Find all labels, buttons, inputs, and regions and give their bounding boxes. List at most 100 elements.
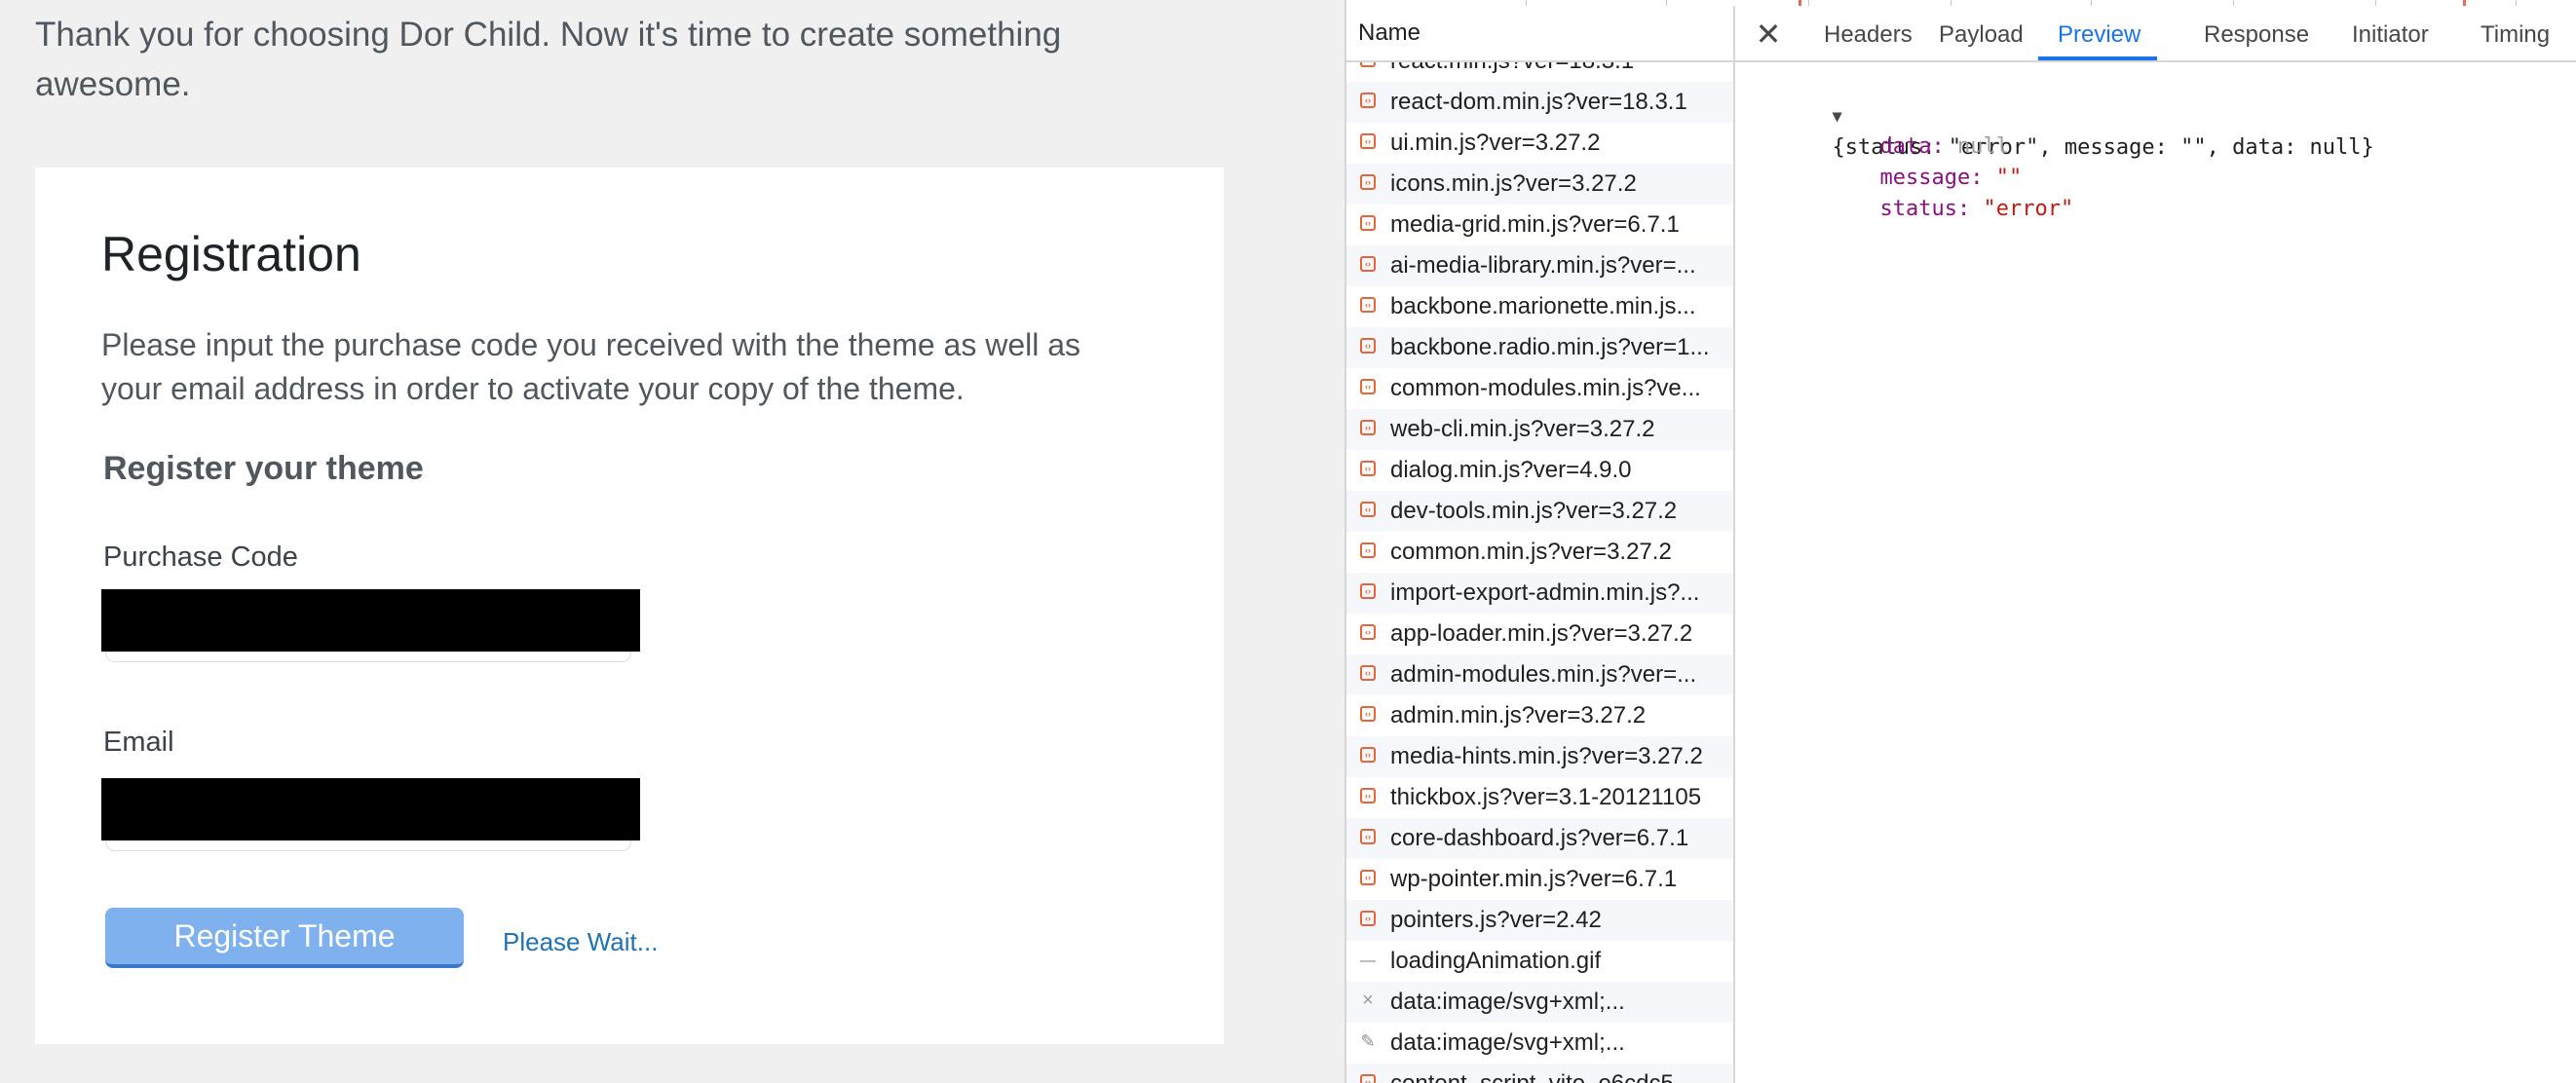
request-name: ui.min.js?ver=3.27.2	[1390, 130, 1601, 156]
tab-headers[interactable]: Headers	[1824, 21, 1913, 48]
registration-card: Registration Please input the purchase c…	[35, 168, 1224, 1044]
expand-triangle-icon[interactable]: ▼	[1832, 107, 1842, 127]
email-label: Email	[103, 727, 174, 758]
panel-divider[interactable]	[1345, 0, 1346, 1083]
request-name: wp-pointer.min.js?ver=6.7.1	[1390, 866, 1678, 892]
request-name: dialog.min.js?ver=4.9.0	[1390, 457, 1632, 483]
request-name: data:image/svg+xml;...	[1390, 1029, 1625, 1056]
script-file-icon: ‹›	[1360, 788, 1376, 803]
script-file-icon: ‹›	[1360, 133, 1376, 149]
request-row[interactable]: ‹› media-hints.min.js?ver=3.27.2	[1346, 736, 1733, 777]
request-row[interactable]: ‹›ai-media-library.min.js?ver=...	[1346, 245, 1733, 286]
welcome-message: Thank you for choosing Dor Child. Now it…	[35, 16, 1062, 103]
script-file-icon: ‹›	[1360, 502, 1376, 517]
active-tab-indicator	[2038, 56, 2157, 60]
request-row[interactable]: ‹› backbone.radio.min.js?ver=1...	[1346, 327, 1733, 368]
image-file-icon	[1360, 960, 1376, 962]
json-entry-message: message: ""	[1879, 166, 2023, 190]
tab-preview[interactable]: Preview	[2058, 21, 2141, 48]
json-summary: {status: "error", message: "", data: nul…	[1832, 135, 2374, 160]
email-input[interactable]	[101, 778, 640, 840]
request-row[interactable]: ‹› ui.min.js?ver=3.27.2	[1346, 123, 1733, 164]
json-value: "error"	[1983, 197, 2074, 221]
request-name: ai-media-library.min.js?ver=...	[1390, 252, 1696, 279]
request-row[interactable]: ‹›react-dom.min.js?ver=18.3.1	[1346, 82, 1733, 123]
request-name: thickbox.js?ver=3.1-20121105	[1390, 784, 1702, 810]
close-icon[interactable]: ✕	[1755, 17, 1782, 52]
purchase-code-input[interactable]	[101, 589, 640, 652]
json-entry-status: status: "error"	[1879, 197, 2074, 221]
request-name: icons.min.js?ver=3.27.2	[1390, 170, 1637, 197]
script-file-icon: ‹›	[1360, 747, 1376, 763]
script-file-icon: ‹›	[1360, 338, 1376, 354]
purchase-code-label: Purchase Code	[103, 542, 298, 573]
request-row[interactable]: ✎data:image/svg+xml;...	[1346, 1023, 1733, 1064]
request-list: Name ‹›react.min.js?ver=18.3.1‹›react-do…	[1346, 6, 1735, 1083]
script-file-icon: ‹›	[1360, 174, 1376, 190]
request-name: common-modules.min.js?ve...	[1390, 375, 1701, 401]
script-file-icon: ‹›	[1360, 1074, 1376, 1083]
request-name: pointers.js?ver=2.42	[1390, 907, 1602, 933]
script-file-icon: ‹›	[1360, 829, 1376, 844]
script-file-icon: ‹›	[1360, 420, 1376, 435]
tab-response[interactable]: Response	[2204, 21, 2310, 48]
json-entry-data: data: null	[1879, 134, 2009, 159]
request-row[interactable]: ‹›import-export-admin.min.js?...	[1346, 573, 1733, 614]
script-file-icon: ‹›	[1360, 911, 1376, 926]
request-name: core-dashboard.js?ver=6.7.1	[1390, 825, 1689, 851]
request-name: data:image/svg+xml;...	[1390, 989, 1625, 1015]
script-file-icon: ‹›	[1360, 665, 1376, 681]
script-file-icon: ‹›	[1360, 93, 1376, 108]
purchase-code-underline	[105, 652, 631, 662]
request-row[interactable]: ‹›admin.min.js?ver=3.27.2	[1346, 695, 1733, 736]
request-row[interactable]: ‹›media-grid.min.js?ver=6.7.1	[1346, 205, 1733, 245]
request-name: media-hints.min.js?ver=3.27.2	[1390, 743, 1703, 769]
request-row[interactable]: ‹› core-dashboard.js?ver=6.7.1	[1346, 818, 1733, 859]
script-file-icon: ‹›	[1360, 542, 1376, 558]
request-name: content_script_vite_e6cdc5...	[1390, 1064, 1726, 1083]
script-file-icon: ‹›	[1360, 297, 1376, 313]
json-key: status	[1879, 197, 1957, 221]
request-row[interactable]: ‹›web-cli.min.js?ver=3.27.2	[1346, 409, 1733, 450]
request-row[interactable]: ‹›app-loader.min.js?ver=3.27.2	[1346, 614, 1733, 654]
please-wait-status: Please Wait...	[503, 927, 659, 956]
tab-initiator[interactable]: Initiator	[2352, 21, 2429, 48]
request-row[interactable]: ‹› dev-tools.min.js?ver=3.27.2	[1346, 491, 1733, 532]
request-row[interactable]: ‹› backbone.marionette.min.js...	[1346, 286, 1733, 327]
request-row[interactable]: ‹› wp-pointer.min.js?ver=6.7.1	[1346, 859, 1733, 900]
register-theme-button[interactable]: Register Theme	[105, 908, 464, 968]
script-file-icon: ‹›	[1360, 870, 1376, 885]
script-file-icon: ‹›	[1360, 215, 1376, 231]
request-row[interactable]: ‹› icons.min.js?ver=3.27.2	[1346, 164, 1733, 205]
request-rows: ‹›react.min.js?ver=18.3.1‹›react-dom.min…	[1346, 41, 1733, 1083]
tab-timing[interactable]: Timing	[2481, 21, 2551, 48]
request-row[interactable]: ‹› thickbox.js?ver=3.1-20121105	[1346, 777, 1733, 818]
script-file-icon: ‹›	[1360, 624, 1376, 640]
request-row[interactable]: ‹› admin-modules.min.js?ver=...	[1346, 654, 1733, 695]
name-column-header[interactable]: Name	[1346, 6, 1733, 62]
json-value: null	[1956, 134, 2009, 159]
tab-payload[interactable]: Payload	[1939, 21, 2024, 48]
request-name: dev-tools.min.js?ver=3.27.2	[1390, 498, 1678, 524]
request-row[interactable]: ‹› pointers.js?ver=2.42	[1346, 900, 1733, 941]
request-name: backbone.marionette.min.js...	[1390, 293, 1696, 319]
request-name: admin-modules.min.js?ver=...	[1390, 661, 1697, 688]
json-key: data	[1879, 134, 1932, 159]
request-row[interactable]: ‹› common-modules.min.js?ve...	[1346, 368, 1733, 409]
name-column-label: Name	[1358, 19, 1421, 46]
request-row[interactable]: ‹› content_script_vite_e6cdc5...	[1346, 1064, 1733, 1083]
request-row[interactable]: loadingAnimation.gif	[1346, 941, 1733, 982]
email-underline	[105, 840, 631, 851]
script-file-icon: ‹›	[1360, 583, 1376, 599]
request-row[interactable]: ‹›dialog.min.js?ver=4.9.0	[1346, 450, 1733, 491]
request-name: backbone.radio.min.js?ver=1...	[1390, 334, 1710, 360]
request-name: loadingAnimation.gif	[1390, 948, 1602, 974]
register-theme-heading: Register your theme	[103, 450, 424, 487]
request-row[interactable]: ‹›common.min.js?ver=3.27.2	[1346, 532, 1733, 573]
script-file-icon: ‹›	[1360, 379, 1376, 394]
wp-admin-page: Thank you for choosing Dor Child. Now it…	[35, 16, 1224, 1044]
request-row[interactable]: × data:image/svg+xml;...	[1346, 982, 1733, 1023]
request-name: admin.min.js?ver=3.27.2	[1390, 702, 1647, 728]
json-root-node[interactable]: ▼ {status: "error", message: "", data: n…	[1755, 70, 2374, 193]
close-svg-icon: ×	[1362, 990, 1374, 1011]
